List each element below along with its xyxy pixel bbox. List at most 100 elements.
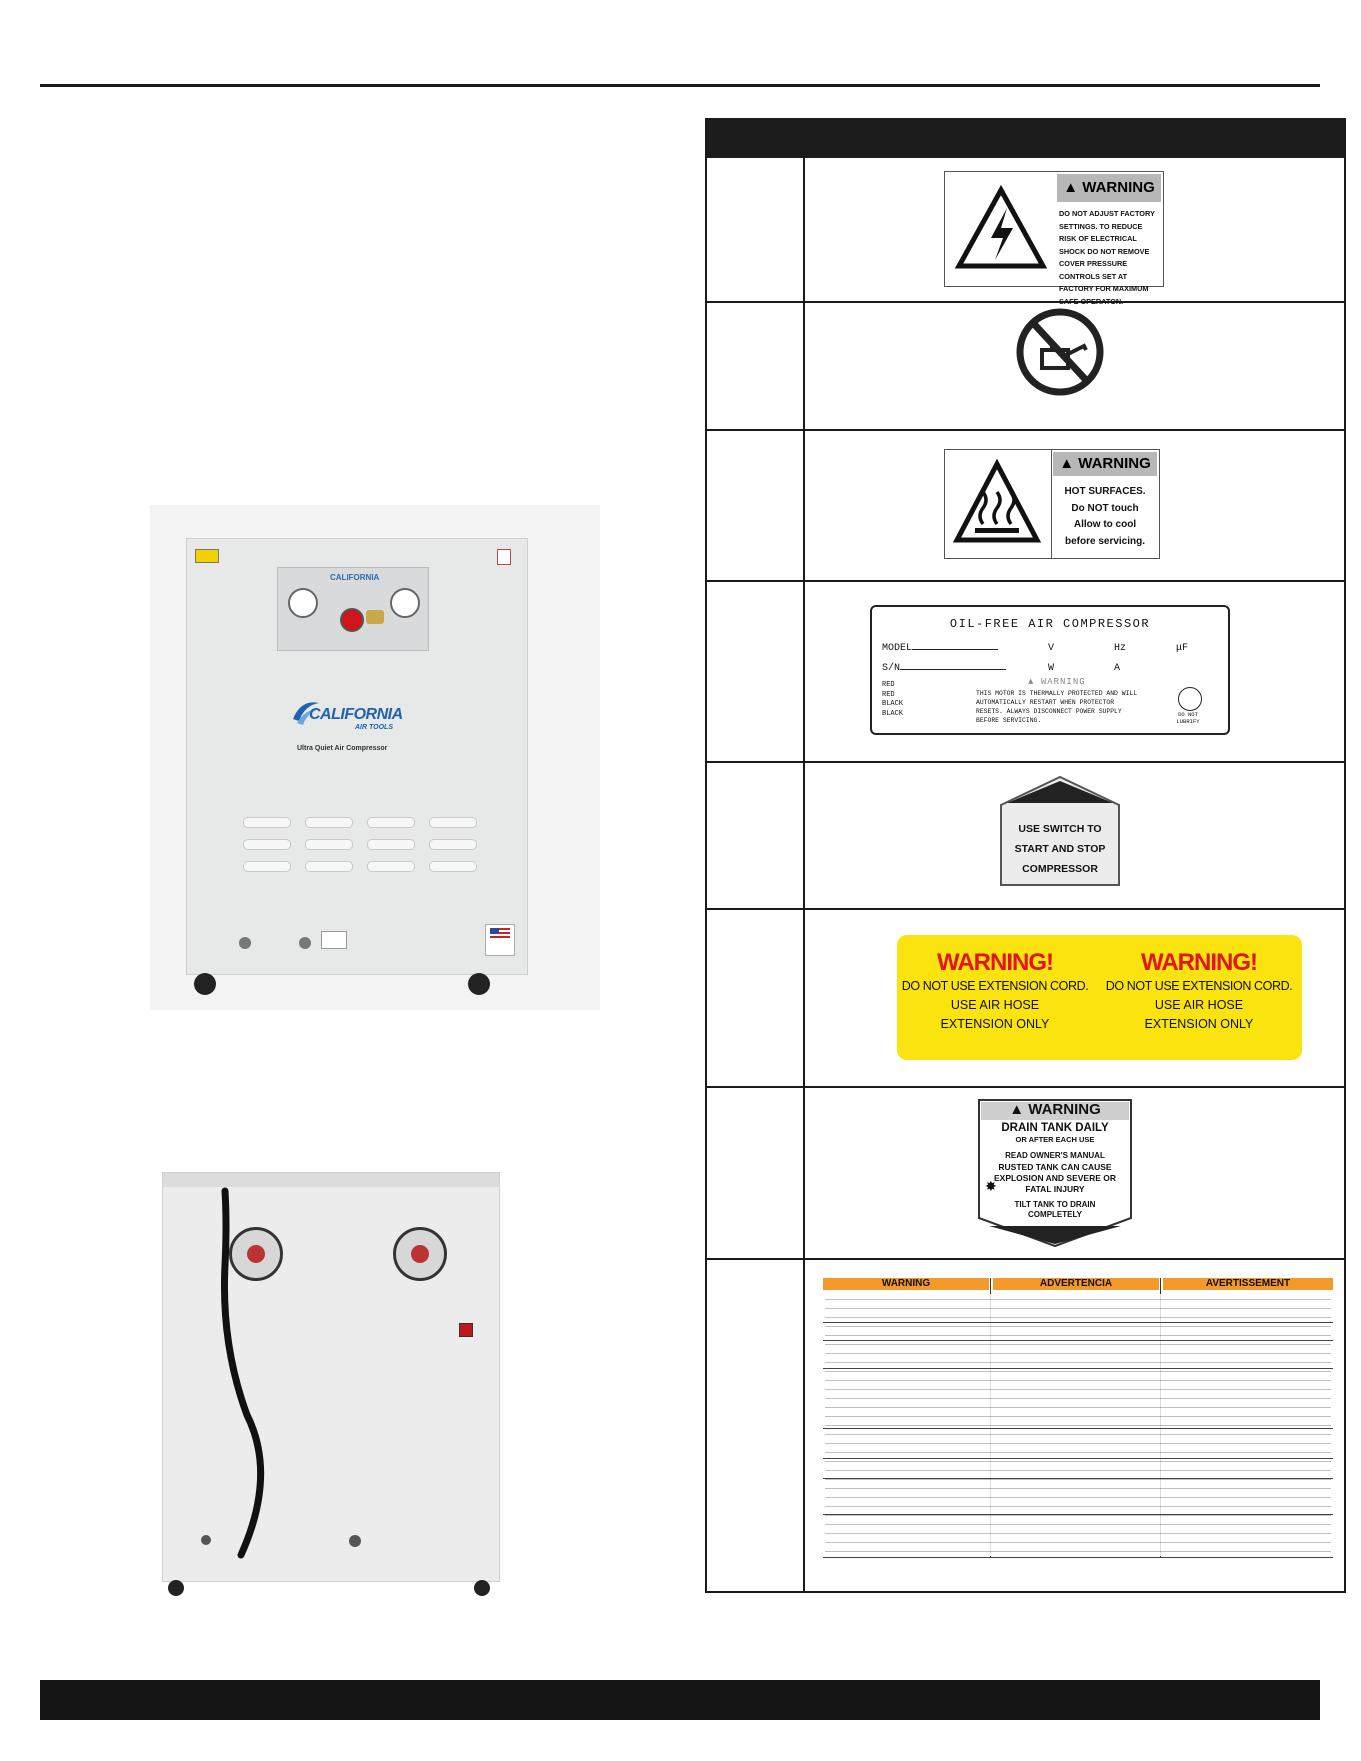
cooling-fan-right — [393, 1227, 447, 1281]
unit-a: A — [1114, 663, 1121, 674]
vent-slot — [367, 839, 415, 850]
extension-warning-right: WARNING! — [1141, 949, 1258, 976]
switch-line: START AND STOP — [1014, 843, 1106, 855]
power-switch — [340, 608, 364, 632]
control-panel: CALIFORNIA — [277, 567, 429, 651]
header-rule — [40, 84, 1320, 87]
extension-cord-label: WARNING! DO NOT USE EXTENSION CORD. USE … — [897, 935, 1302, 1060]
electrical-warning-header: ▲ WARNING — [1057, 174, 1161, 202]
no-oil-icon — [1014, 306, 1106, 398]
vent-slot — [243, 861, 291, 872]
hot-surface-icon — [952, 458, 1042, 548]
regulator-fittings — [366, 610, 384, 624]
drain-line: FATAL INJURY — [1025, 1184, 1085, 1194]
hot-line: Do NOT touch — [1071, 502, 1139, 514]
wire-label: RED — [882, 681, 895, 689]
electrical-warning-text: DO NOT ADJUST FACTORY SETTINGS. TO REDUC… — [1059, 209, 1155, 306]
lubrify-line: LUBRIFY — [1176, 718, 1200, 725]
wire-label: RED — [882, 690, 895, 699]
do-not-line: DO NOT — [1178, 711, 1198, 718]
model-label: MODEL — [882, 643, 999, 654]
caster — [474, 1580, 490, 1596]
table-header-bar — [707, 120, 1344, 158]
multilanguage-warning-label: WARNING ADVERTENCIA AVERTISSEMENT — [823, 1278, 1333, 1558]
protector-text: THIS MOTOR IS THERMALLY PROTECTED AND WI… — [976, 690, 1138, 724]
power-cord — [220, 1187, 265, 1559]
sn-label: S/N — [882, 663, 1007, 674]
hot-line: HOT SURFACES. — [1064, 486, 1146, 497]
compressor-back-photo — [152, 1162, 507, 1602]
do-not-text: DO NOT LUBRIFY — [1164, 711, 1212, 725]
hot-label-separator — [1051, 450, 1052, 558]
extension-block-left: WARNING! DO NOT USE EXTENSION CORD. USE … — [897, 949, 1093, 1031]
back-port-left — [201, 1535, 211, 1545]
drain-tank-label: ▲ WARNING DRAIN TANK DAILY OR AFTER EACH… — [977, 1098, 1133, 1248]
hot-surfaces-label: ▲ WARNING HOT SURFACES. Do NOT touch All… — [944, 449, 1160, 559]
vent-slot — [429, 839, 477, 850]
caster — [168, 1580, 184, 1596]
warning-word: WARNING — [1082, 179, 1155, 196]
wire-label: BLACK — [882, 700, 904, 708]
hot-warning-header: ▲ WARNING — [1053, 452, 1157, 476]
tank-gauge — [288, 588, 318, 618]
switch-label: USE SWITCH TO START AND STOP COMPRESSOR — [999, 775, 1121, 887]
extension-line: EXTENSION ONLY — [940, 1017, 1050, 1031]
row-divider — [707, 580, 1344, 582]
no-lubricate-icon — [1178, 687, 1202, 711]
warning-label-table: ▲ WARNING DO NOT ADJUST FACTORY SETTINGS… — [705, 118, 1346, 1593]
ml-header-es: ADVERTENCIA — [993, 1278, 1159, 1290]
ml-row-rule — [823, 1557, 1333, 1558]
brand-swoosh-icon — [293, 702, 319, 725]
oil-free-nameplate: OIL-FREE AIR COMPRESSOR MODEL S/N V Hz μ… — [870, 605, 1230, 735]
warning-triangle-icon: ▲ — [1059, 455, 1075, 472]
tagline: Ultra Quiet Air Compressor — [297, 745, 388, 752]
ml-row-rule — [823, 1458, 1333, 1459]
vent-slot — [367, 861, 415, 872]
nameplate-title: OIL-FREE AIR COMPRESSOR — [949, 617, 1151, 631]
drain-line: EXPLOSION AND SEVERE OR — [993, 1173, 1116, 1183]
extension-line: DO NOT USE EXTENSION CORD. — [1105, 979, 1293, 993]
row-divider — [707, 429, 1344, 431]
brand-sub: AIR TOOLS — [355, 724, 393, 731]
electrical-hazard-icon — [951, 178, 1051, 278]
ml-row-rule — [823, 1514, 1333, 1515]
drain-header: ▲ WARNING — [1009, 1101, 1101, 1118]
compressor-front-photo: CALIFORNIA CALIFORNIA AIR TOOLS Ultra Qu… — [150, 505, 600, 1010]
extension-line: DO NOT USE EXTENSION CORD. — [901, 979, 1089, 993]
caster — [468, 973, 490, 995]
drain-line: TILT TANK TO DRAIN — [1014, 1200, 1096, 1209]
extension-line: USE AIR HOSE — [950, 998, 1040, 1012]
drain-line: RUSTED TANK CAN CAUSE — [998, 1162, 1112, 1172]
output-gauge — [390, 588, 420, 618]
drain-title: DRAIN TANK DAILY — [1001, 1122, 1109, 1134]
top-right-sticker — [497, 549, 511, 565]
row-divider — [707, 761, 1344, 763]
extension-warning-left: WARNING! — [937, 949, 1054, 976]
drain-fitting-right — [299, 937, 311, 949]
switch-line: COMPRESSOR — [1022, 863, 1098, 875]
drain-line: READ OWNER'S MANUAL — [1005, 1151, 1105, 1160]
nameplate-warning-word: WARNING — [1040, 677, 1086, 687]
ml-row-rule — [823, 1322, 1333, 1323]
vent-slot — [367, 817, 415, 828]
warning-triangle-icon: ▲ — [1063, 179, 1079, 196]
unit-uf: μF — [1176, 643, 1189, 654]
hot-line: Allow to cool — [1073, 519, 1137, 530]
brand-name: CALIFORNIA — [309, 706, 403, 723]
model-text: MODEL — [882, 643, 913, 654]
electrical-warning-label: ▲ WARNING DO NOT ADJUST FACTORY SETTINGS… — [944, 171, 1164, 306]
ml-row-rule — [823, 1340, 1333, 1341]
ml-header-fr: AVERTISSEMENT — [1163, 1278, 1333, 1290]
vent-slot — [305, 817, 353, 828]
brand-logo: CALIFORNIA AIR TOOLS — [291, 697, 431, 737]
vent-slot — [243, 839, 291, 850]
unit-v: V — [1048, 643, 1055, 654]
compressor-cabinet: CALIFORNIA CALIFORNIA AIR TOOLS Ultra Qu… — [186, 538, 528, 975]
ml-fine-print — [825, 1294, 1331, 1556]
compressor-back-cabinet — [162, 1172, 500, 1582]
vent-slot — [243, 817, 291, 828]
drain-line: OR AFTER EACH USE — [1015, 1135, 1095, 1144]
sn-text: S/N — [882, 663, 901, 674]
warning-word: WARNING — [1028, 1101, 1101, 1118]
drain-line: COMPLETELY — [1028, 1210, 1082, 1219]
